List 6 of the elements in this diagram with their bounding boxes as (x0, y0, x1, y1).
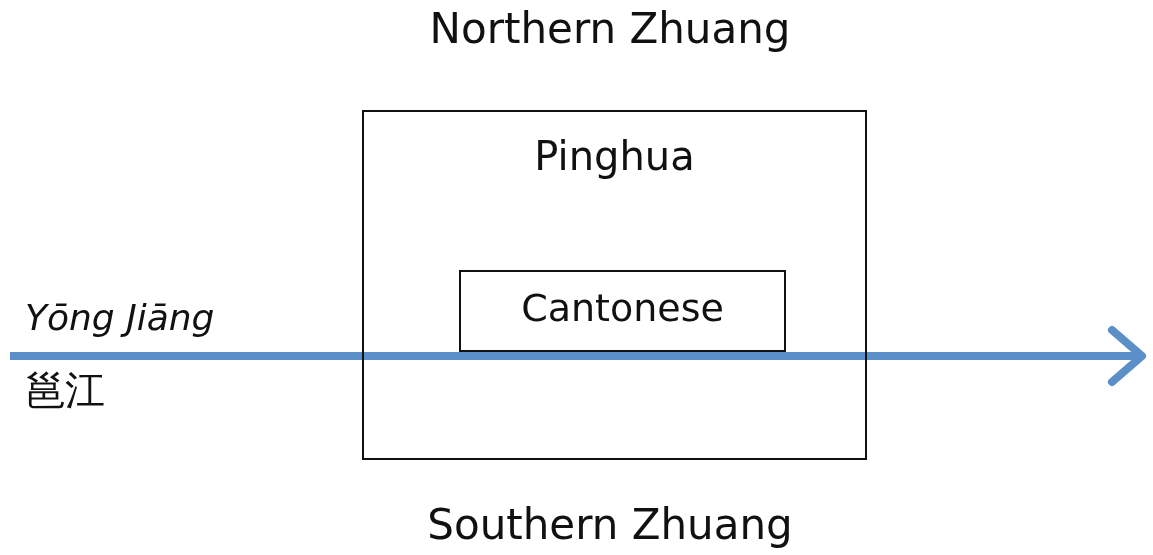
region-label: Northern Zhuang (429, 6, 791, 53)
region-label: Southern Zhuang (427, 502, 793, 549)
box-label: Pinghua (533, 134, 696, 178)
box-label: Cantonese (520, 288, 725, 330)
river-label: 邕江 (25, 368, 105, 412)
river-label: Yōng Jiāng (25, 298, 215, 338)
